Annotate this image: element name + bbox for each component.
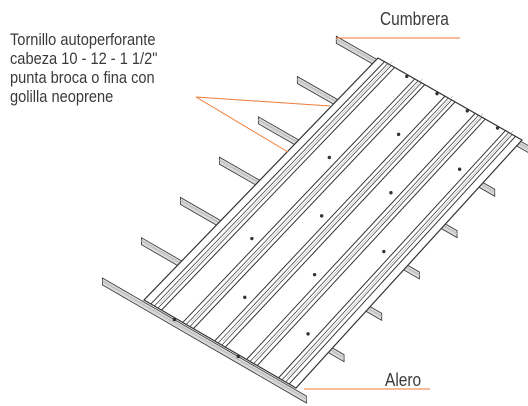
sheet-rib-line [154, 63, 389, 307]
sheet-rib-line [186, 80, 419, 325]
sheet-rib-line [249, 114, 479, 362]
sheet-rib-line [161, 67, 395, 311]
screws [172, 74, 500, 359]
sheet-rib-line [281, 132, 510, 381]
sheet-outline [143, 57, 523, 389]
screw [319, 214, 324, 218]
sheet-rib-line [150, 61, 385, 305]
sheet-rib-crest [286, 130, 514, 379]
screw [382, 249, 386, 254]
screw-callout: Tornillo autoperforante cabeza 10 - 12 -… [10, 30, 157, 106]
screw-callout-line-2: cabeza 10 - 12 - 1 1/2" [10, 49, 158, 68]
screw [465, 109, 469, 113]
sheet-rib-line [285, 134, 513, 383]
sheet-rib-line [189, 82, 422, 327]
screw [495, 126, 500, 130]
sheet-rib-crest [190, 78, 423, 323]
screw [389, 191, 393, 195]
screw [396, 132, 401, 137]
screw-callout-line-1: Tornillo autoperforante [10, 30, 156, 49]
screw [405, 74, 409, 79]
screw [457, 167, 462, 171]
screw-leader-1 [195, 96, 331, 107]
roof-sheet [143, 57, 523, 389]
screw-leader-2 [195, 96, 289, 153]
screw [250, 236, 254, 241]
screw [306, 332, 310, 336]
sheet-rib-line [278, 130, 506, 379]
sheet-rib-line [246, 113, 476, 360]
screw-callout-line-3: punta broca o fina con [10, 68, 155, 87]
ridge-label: Cumbrera [380, 9, 449, 29]
sheet-rib-line [193, 84, 426, 329]
screw [327, 155, 332, 160]
screw [236, 354, 240, 359]
sheet-rib-line [224, 101, 456, 348]
screw [243, 295, 247, 300]
sheet-rib-line [253, 116, 483, 364]
sheet-rib-line [157, 65, 392, 309]
sheet-rib-line [182, 78, 416, 323]
sheet-rib-line [288, 135, 516, 385]
sheet-rib-crest [158, 61, 393, 305]
leader-lines [195, 37, 460, 390]
sheet-rib-line [214, 95, 446, 342]
sheet-rib-line [221, 99, 452, 346]
sheet-rib-line [217, 97, 449, 344]
sheet-rib-line [256, 118, 486, 366]
purlin-edge [102, 280, 307, 400]
eave-label: Alero [385, 370, 422, 390]
screw [435, 91, 439, 96]
sheet-rib-crest [254, 113, 484, 360]
screw-callout-line-4: golilla neoprene [10, 87, 114, 106]
screw [172, 317, 177, 322]
sheet-rib-crest [222, 95, 454, 342]
screw [312, 272, 317, 277]
